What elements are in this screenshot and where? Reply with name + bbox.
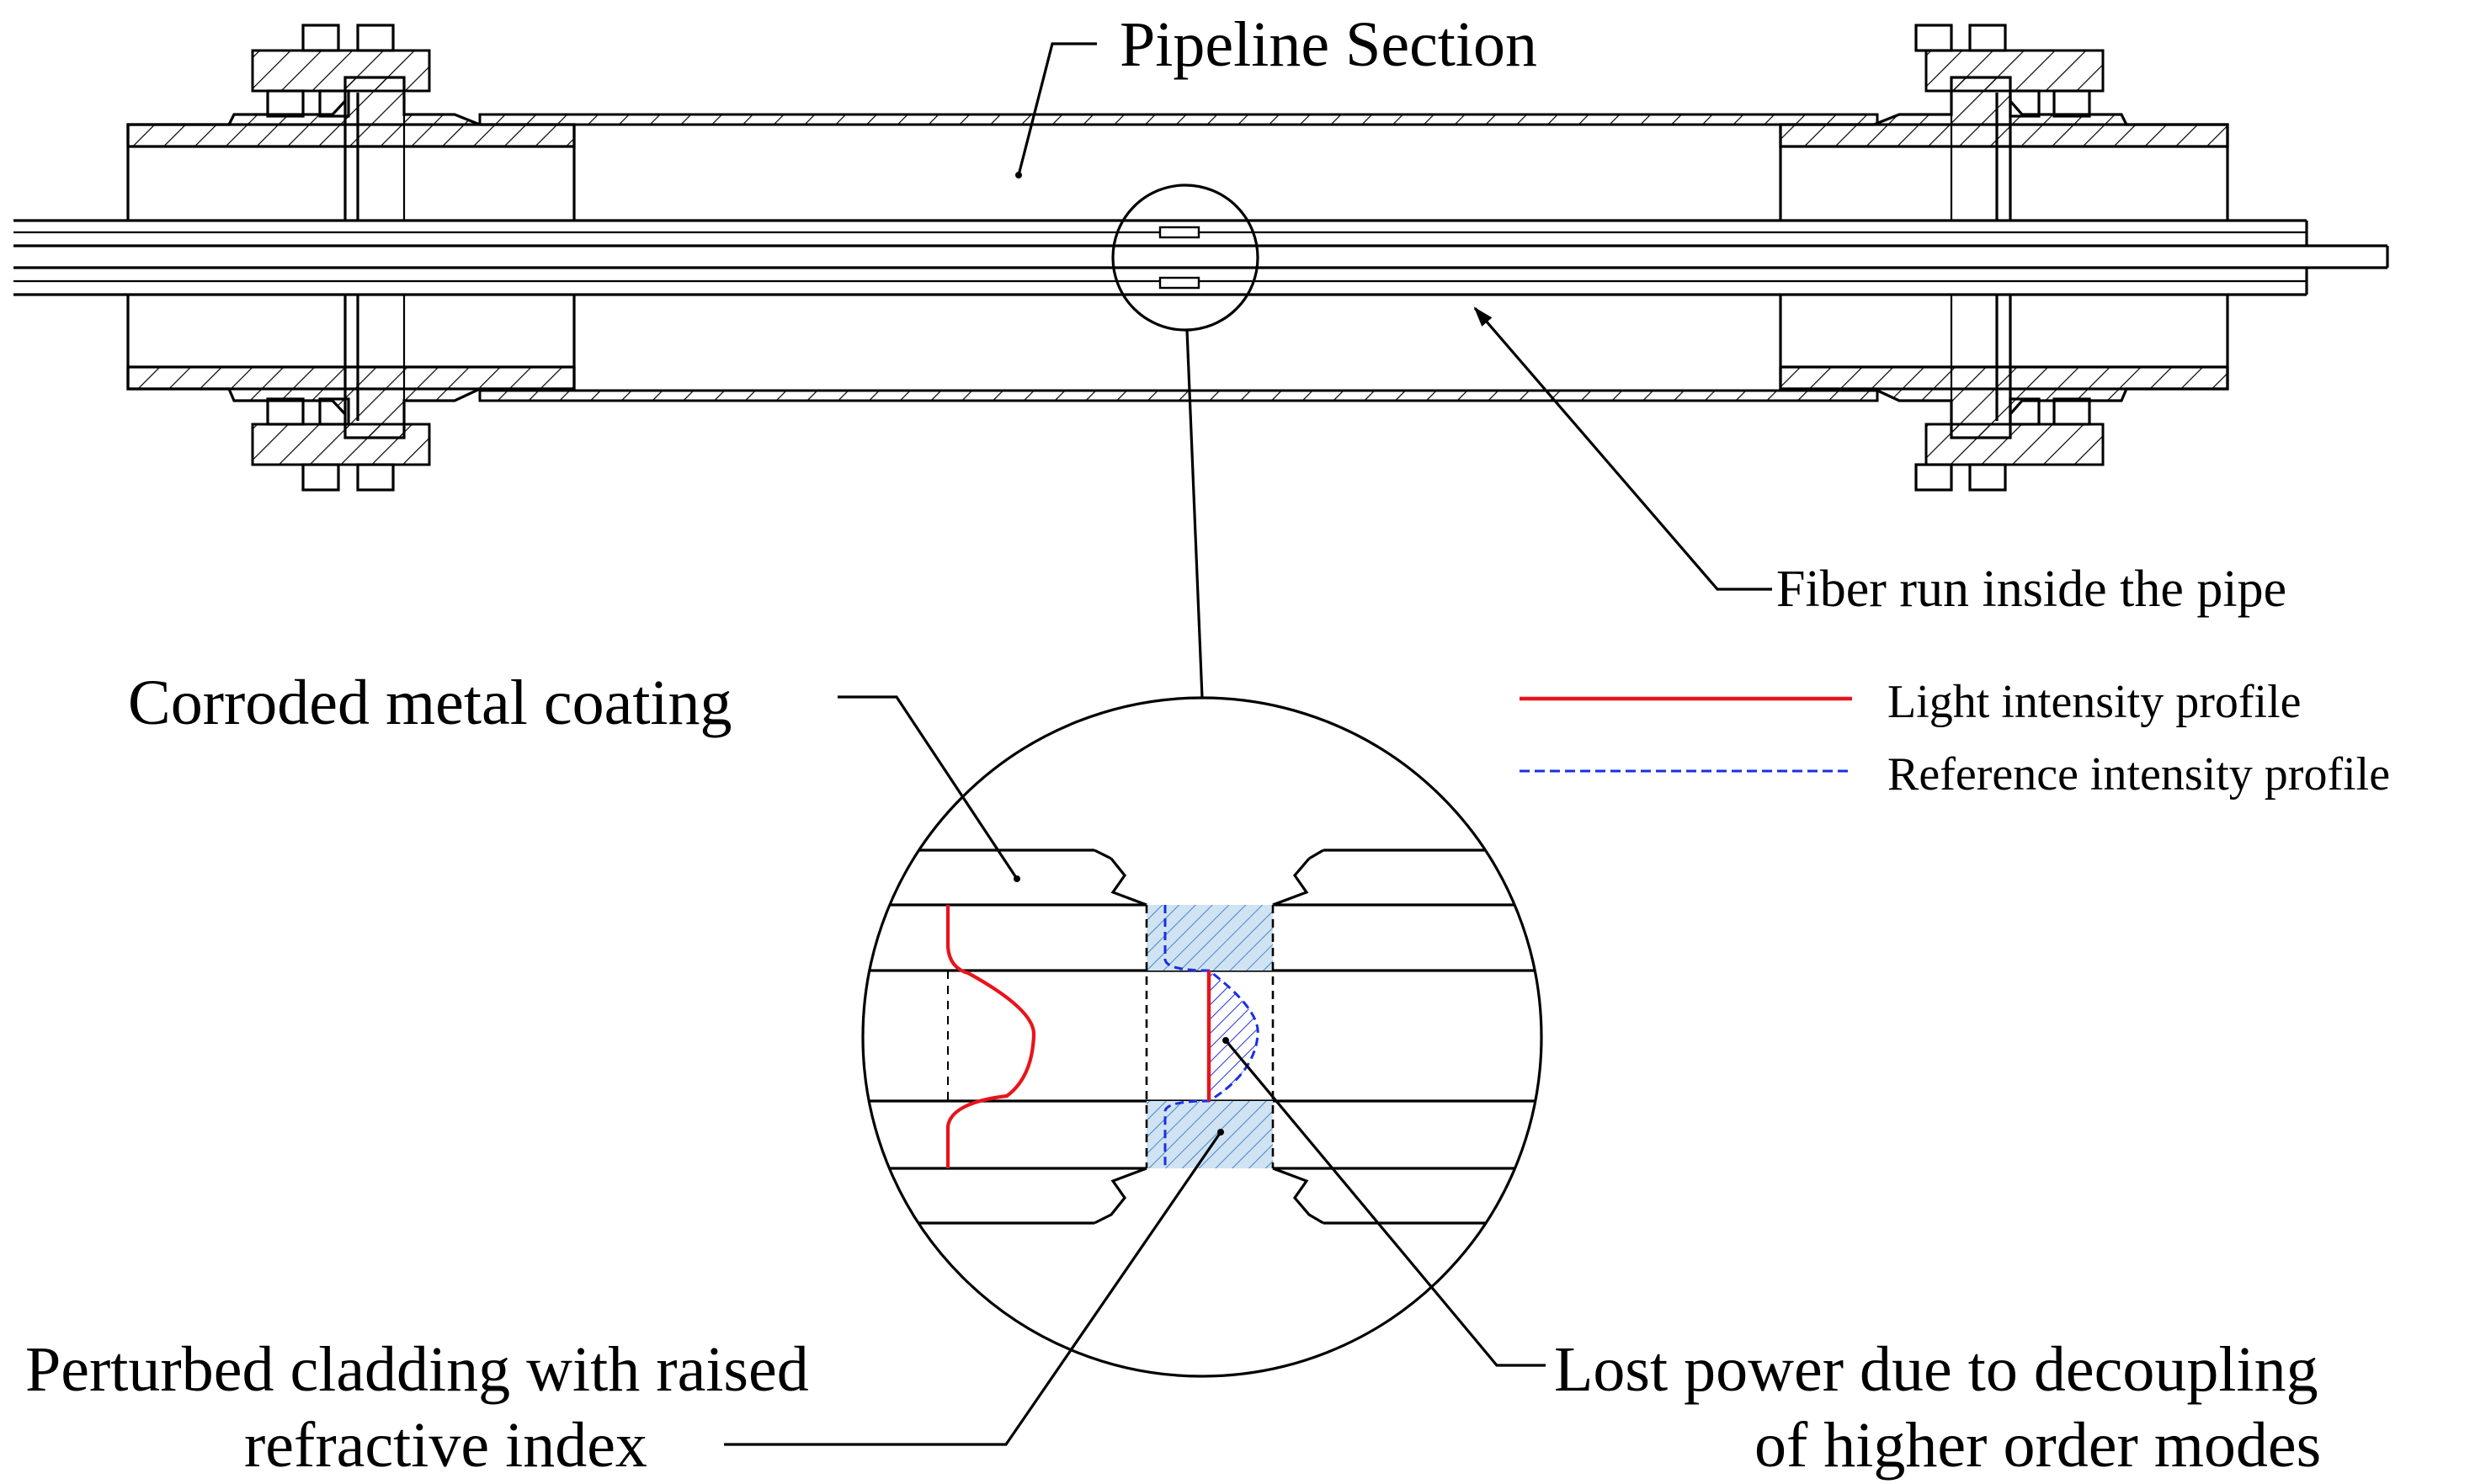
magnifier-circle [861, 696, 1543, 1378]
pipe-body [478, 113, 1879, 402]
magnified-view [861, 696, 1543, 1378]
label-fiber-run: Fiber run inside the pipe [1776, 561, 2286, 618]
left-flange [126, 24, 576, 492]
label-pipeline-section: Pipeline Section [1120, 9, 1537, 80]
perturbed-cladding-top [1147, 905, 1273, 971]
label-lost-power-line2: of higher order modes [1754, 1410, 2321, 1481]
leader-lines [724, 42, 1772, 1446]
pipeline-assembly [13, 24, 2389, 492]
legend: Light intensity profile Reference intens… [1520, 676, 2390, 801]
label-corroded-coating: Corroded metal coating [128, 668, 732, 738]
perturbed-cladding-bottom [1147, 1101, 1273, 1168]
legend-label-reference: Reference intensity profile [1887, 748, 2390, 801]
detail-marker-circle [1111, 184, 1259, 332]
fiber-bundle [13, 219, 2389, 296]
light-profile-left [945, 905, 1036, 1168]
label-perturbed-cladding-line1: Perturbed cladding with raised [25, 1334, 809, 1405]
label-lost-power-line1: Lost power due to decoupling [1554, 1334, 2318, 1405]
reference-profile-right [1163, 905, 1259, 1168]
detail-leader-line [1185, 329, 1204, 699]
legend-label-light: Light intensity profile [1887, 676, 2301, 728]
label-perturbed-cladding-line2: refractive index [244, 1410, 647, 1481]
lost-power-region [1209, 971, 1259, 1101]
